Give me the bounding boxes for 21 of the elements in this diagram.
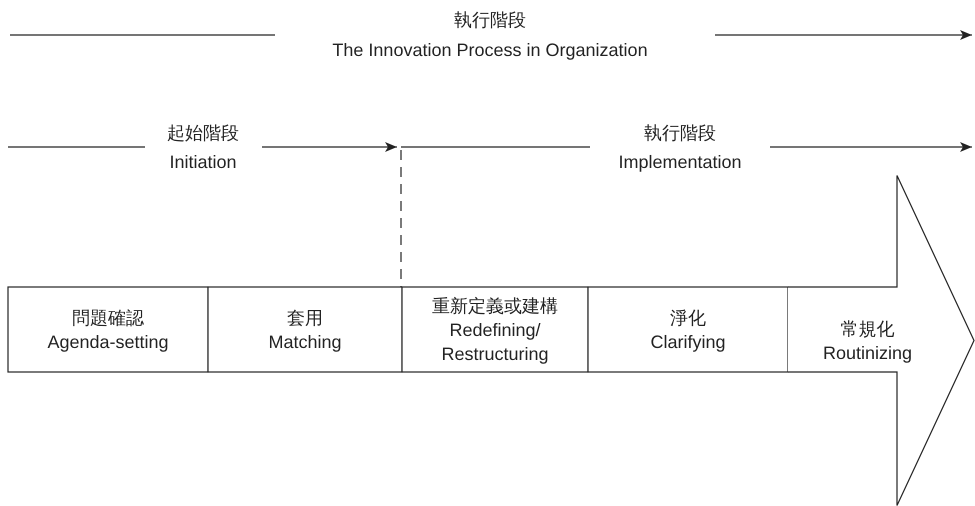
phase-title: Initiation bbox=[169, 151, 237, 174]
stage-name-chinese: 常規化 bbox=[840, 318, 894, 340]
stage-box bbox=[588, 287, 788, 372]
stage-name-chinese: 淨化 bbox=[670, 306, 706, 330]
stage-name-chinese: 套用 bbox=[287, 306, 323, 330]
phase-title-chinese: 起始階段 bbox=[167, 122, 239, 145]
stage-name-chinese: 問題確認 bbox=[72, 306, 144, 330]
stage-name: Routinizing bbox=[822, 342, 912, 364]
stage-arrow bbox=[788, 175, 975, 506]
phase-title-chinese: 執行階段 bbox=[644, 122, 716, 145]
phase-title: The Innovation Process in Organization bbox=[332, 39, 648, 62]
stage-box bbox=[8, 287, 208, 372]
stage-name: Matching bbox=[268, 330, 342, 354]
stage-box bbox=[208, 287, 402, 372]
phase-title-chinese: 執行階段 bbox=[454, 9, 526, 32]
stage-name-chinese: 重新定義或建構 bbox=[432, 294, 558, 318]
phase-title: Implementation bbox=[618, 151, 742, 174]
stage-box bbox=[402, 287, 588, 372]
stage-name: Clarifying bbox=[650, 330, 726, 354]
stage-name: Redefining/ Restructuring bbox=[440, 318, 550, 366]
stage-name: Agenda-setting bbox=[47, 330, 169, 354]
